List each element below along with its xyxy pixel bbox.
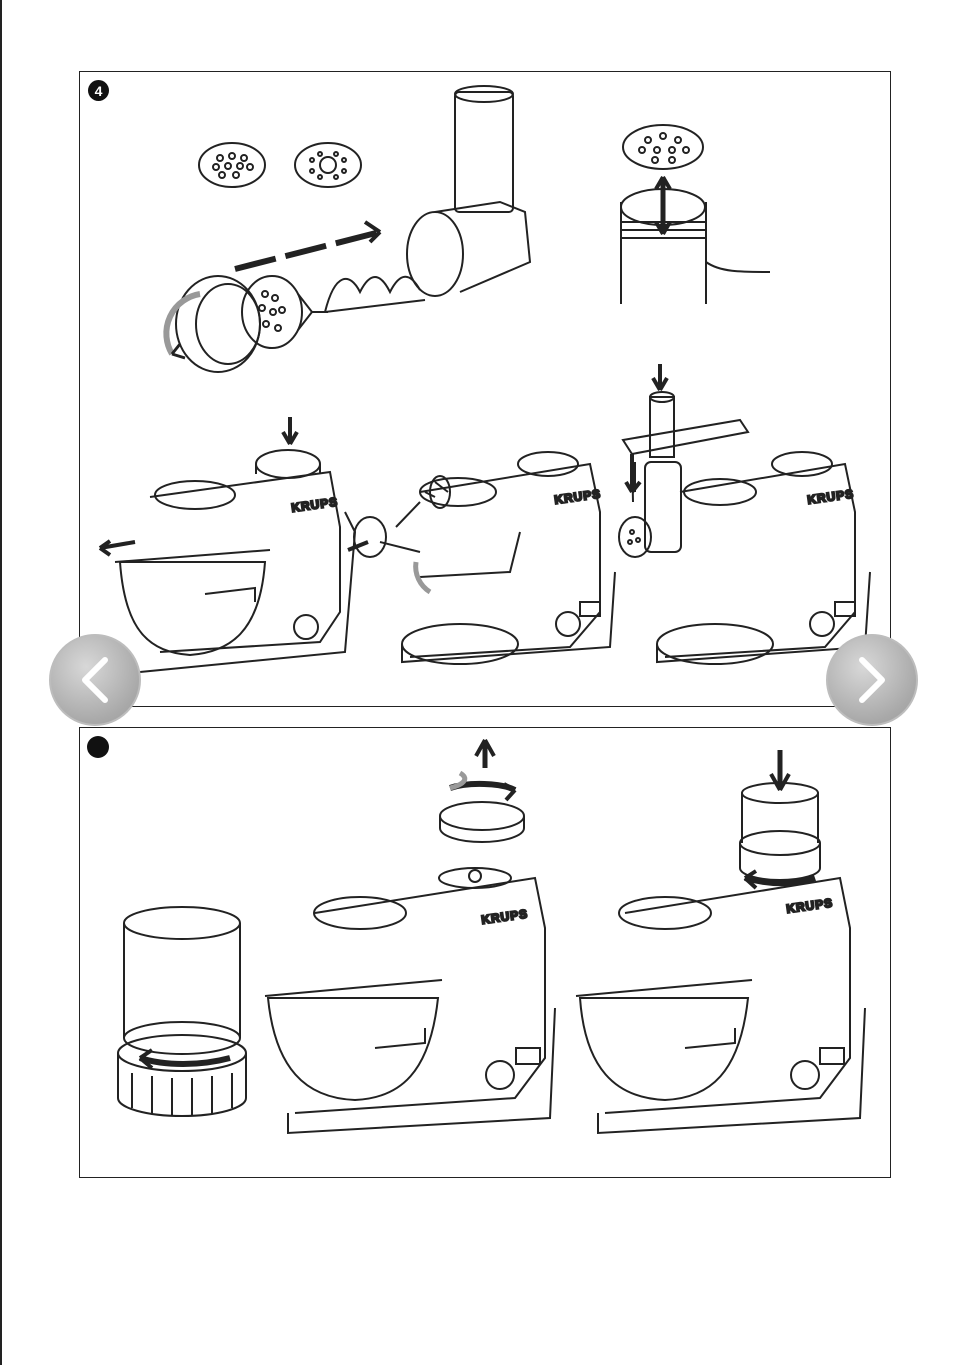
mixer-with-cap-removed [264, 867, 556, 1135]
remove-cap-step [439, 739, 525, 843]
step-5-panel: KRUPS KRUPS [79, 727, 891, 1178]
step-number-badge: 4 [88, 80, 109, 101]
brand-label-1: KRUPS [290, 495, 339, 515]
grinder-exploded-view [163, 85, 532, 373]
blender-attachment-illustration: KRUPS KRUPS [117, 739, 866, 1135]
grinding-disc-fine [198, 142, 266, 188]
mixer-step-remove-cover [98, 417, 357, 673]
mixer-step-grinder-mounted [618, 364, 871, 665]
brand-label-3: KRUPS [806, 487, 855, 507]
next-page-button[interactable] [826, 634, 918, 726]
previous-page-button[interactable] [49, 634, 141, 726]
chevron-right-icon [859, 657, 885, 703]
blender-jar [117, 906, 247, 1117]
grinding-disc-coarse [294, 142, 362, 188]
mixer-with-blender-mounted [575, 750, 866, 1135]
step-number-badge [87, 736, 109, 758]
step-4-panel: 4 [79, 71, 891, 707]
mixer-step-attach-grinder [347, 451, 616, 665]
meat-grinder-illustration: KRUPS KRUPS [98, 85, 871, 673]
page-edge [0, 0, 2, 1365]
brand-label-2: KRUPS [553, 487, 602, 507]
chevron-left-icon [82, 657, 108, 703]
brand-label-4: KRUPS [480, 907, 529, 927]
brand-label-5: KRUPS [785, 896, 834, 916]
disc-placement-detail [620, 124, 771, 304]
